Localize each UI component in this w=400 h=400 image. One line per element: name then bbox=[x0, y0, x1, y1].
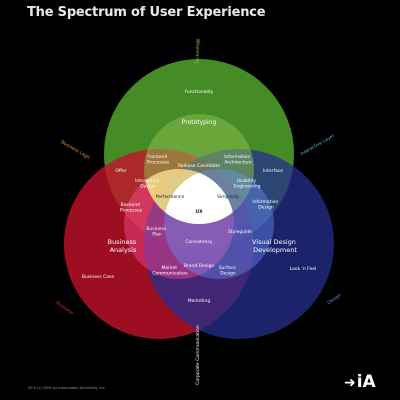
edge-label-corporate-communication: Corporate Communication bbox=[195, 325, 201, 385]
label-usability-engineering: Usability Engineering bbox=[234, 178, 261, 190]
label-frontend-processes: Frontend Processes bbox=[147, 154, 170, 166]
label-marketing: Marketing bbox=[188, 298, 211, 304]
label-backend-processes: Backend Processes bbox=[120, 202, 143, 214]
label-simplicity: Simplicity bbox=[217, 194, 239, 200]
label-prototyping: Prototyping bbox=[182, 119, 217, 126]
label-look-and-feel: Look 'n Feel bbox=[290, 266, 317, 272]
label-performance: Performance bbox=[156, 194, 185, 200]
label-brand-design: Brand Design bbox=[184, 263, 215, 269]
label-release-candidate: Release Candidate bbox=[178, 163, 220, 169]
label-business-case: Business Case bbox=[82, 274, 115, 280]
edge-label-design: Design bbox=[326, 292, 342, 306]
label-interaction-design: Interaction Design bbox=[135, 178, 161, 190]
label-ux: UX bbox=[195, 209, 203, 215]
label-surface-design: Surface Design bbox=[219, 265, 238, 277]
label-interface: Interface bbox=[263, 168, 283, 174]
footer-credit: V0.5 (c) 2009 by Information Architects,… bbox=[28, 386, 106, 390]
label-information-architecture: Information Architecture bbox=[224, 154, 252, 166]
label-business-plan: Business Plan bbox=[146, 226, 167, 238]
edge-label-interactive-layer: Interactive Layer bbox=[299, 133, 335, 157]
edge-label-business-logic: Business Logic bbox=[60, 139, 92, 161]
label-business-analysis: Business Analysis bbox=[108, 238, 139, 254]
edge-label-technology: Technology bbox=[195, 38, 201, 65]
label-consistency: Consistency bbox=[185, 239, 213, 245]
ia-logo: ➜iA bbox=[344, 372, 376, 392]
label-functionality: Functionality bbox=[185, 89, 214, 95]
arrow-right-icon: ➜ bbox=[344, 375, 356, 391]
white-core-region bbox=[164, 169, 234, 224]
label-visual-design-development: Visual Design Development bbox=[252, 238, 298, 254]
edge-label-business: Business bbox=[55, 300, 75, 317]
label-information-design: Information Design bbox=[252, 199, 280, 211]
label-offer: Offer bbox=[115, 168, 126, 174]
label-market-communication: Market Communication bbox=[152, 265, 188, 277]
label-styleguide: Styleguide bbox=[228, 229, 252, 235]
page-title: The Spectrum of User Experience bbox=[27, 5, 266, 20]
ia-logo-text: iA bbox=[356, 372, 376, 392]
